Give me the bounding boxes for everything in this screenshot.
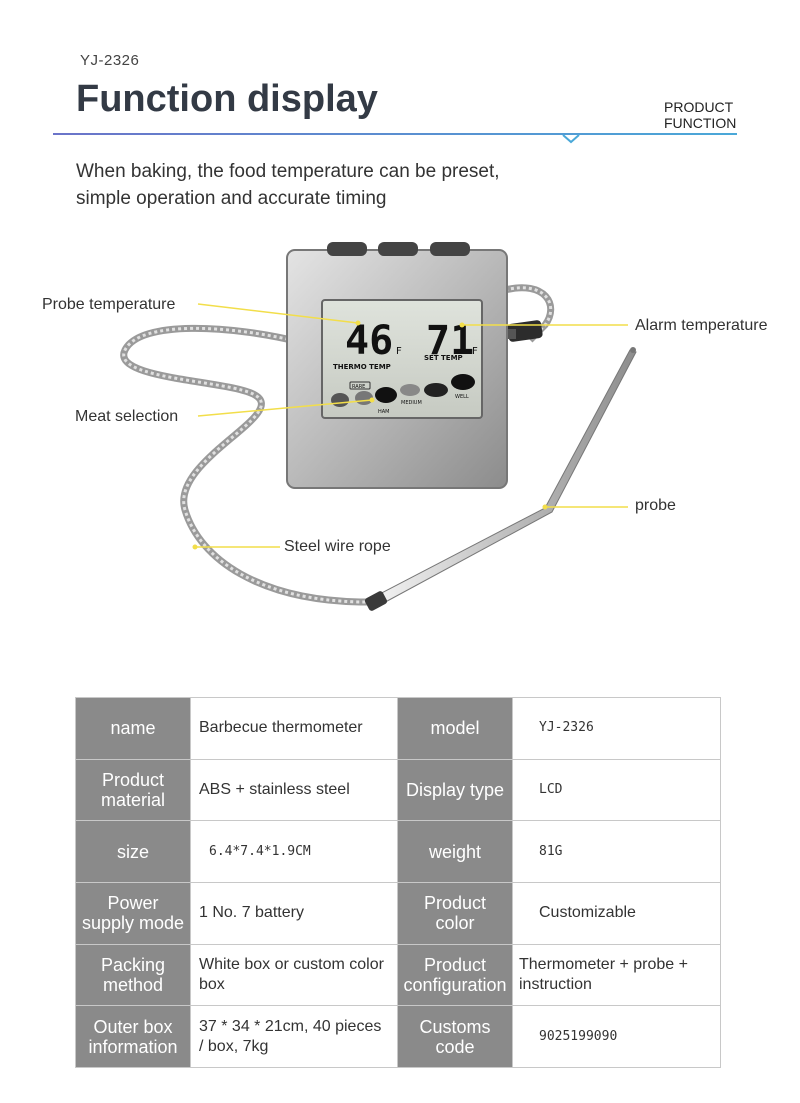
- set-unit: F: [472, 346, 478, 357]
- table-row: Power supply mode 1 No. 7 battery Produc…: [75, 882, 721, 945]
- product-function-badge: PRODUCT FUNCTION: [664, 99, 736, 131]
- ham-label: HAM: [378, 409, 390, 415]
- spec-value: Thermometer + probe + instruction: [512, 943, 721, 1007]
- chevron-down-icon: [562, 134, 580, 144]
- badge-line-2: FUNCTION: [664, 115, 737, 131]
- thermo-temp-label: THERMO TEMP: [333, 363, 391, 371]
- spec-key: Product configuration: [397, 943, 513, 1007]
- spec-key: Customs code: [397, 1005, 513, 1069]
- spec-value: YJ-2326: [512, 697, 721, 760]
- spec-key: Power supply mode: [75, 882, 191, 945]
- badge-line-1: PRODUCT: [664, 99, 734, 115]
- spec-table: name Barbecue thermometer model YJ-2326 …: [75, 697, 721, 1069]
- callout-steel-wire-rope: Steel wire rope: [284, 538, 391, 555]
- spec-key: size: [75, 820, 191, 884]
- spec-value: 6.4*7.4*1.9CM: [190, 820, 398, 884]
- title-rule: [53, 133, 737, 135]
- set-temp-label: SET TEMP: [424, 354, 463, 362]
- rare-label: RARE: [352, 384, 365, 390]
- spec-value: White box or custom color box: [190, 943, 398, 1007]
- probe-unit: F: [396, 346, 402, 357]
- spec-value: LCD: [512, 758, 721, 822]
- spec-key: Product material: [75, 758, 191, 822]
- spec-value: Customizable: [512, 882, 721, 945]
- table-row: Product material ABS + stainless steel D…: [75, 758, 721, 822]
- table-row: Packing method White box or custom color…: [75, 943, 721, 1007]
- callout-probe: probe: [635, 497, 676, 514]
- medium-label: MEDIUM: [401, 400, 422, 406]
- table-row: Outer box information 37 * 34 * 21cm, 40…: [75, 1005, 721, 1069]
- spec-value: ABS + stainless steel: [190, 758, 398, 822]
- model-code: YJ-2326: [80, 52, 140, 69]
- spec-value: Barbecue thermometer: [190, 697, 398, 760]
- intro-line-2: simple operation and accurate timing: [76, 188, 387, 209]
- spec-value: 37 * 34 * 21cm, 40 pieces / box, 7kg: [190, 1005, 398, 1069]
- spec-key: weight: [397, 820, 513, 884]
- spec-key: Packing method: [75, 943, 191, 1007]
- callout-alarm-temperature: Alarm temperature: [635, 317, 768, 334]
- callout-probe-temperature: Probe temperature: [42, 296, 176, 313]
- table-row: name Barbecue thermometer model YJ-2326: [75, 697, 721, 760]
- spec-key: model: [397, 697, 513, 760]
- meat-selection-icons: RARE HAM MEDIUM WELL: [331, 374, 475, 415]
- thermometer-illustration: 46 F 71 F THERMO TEMP SET TEMP RARE HAM …: [120, 242, 637, 611]
- intro-line-1: When baking, the food temperature can be…: [76, 161, 500, 182]
- spec-value: 81G: [512, 820, 721, 884]
- intro-text: When baking, the food temperature can be…: [76, 158, 500, 212]
- spec-key: name: [75, 697, 191, 760]
- probe-reading: 46: [345, 318, 393, 364]
- spec-value: 1 No. 7 battery: [190, 882, 398, 945]
- spec-key: Product color: [397, 882, 513, 945]
- callout-meat-selection: Meat selection: [75, 408, 179, 425]
- table-row: size 6.4*7.4*1.9CM weight 81G: [75, 820, 721, 884]
- spec-key: Outer box information: [75, 1005, 191, 1069]
- well-label: WELL: [455, 394, 469, 400]
- spec-key: Display type: [397, 758, 513, 822]
- spec-value: 9025199090: [512, 1005, 721, 1069]
- page-title: Function display: [76, 78, 378, 120]
